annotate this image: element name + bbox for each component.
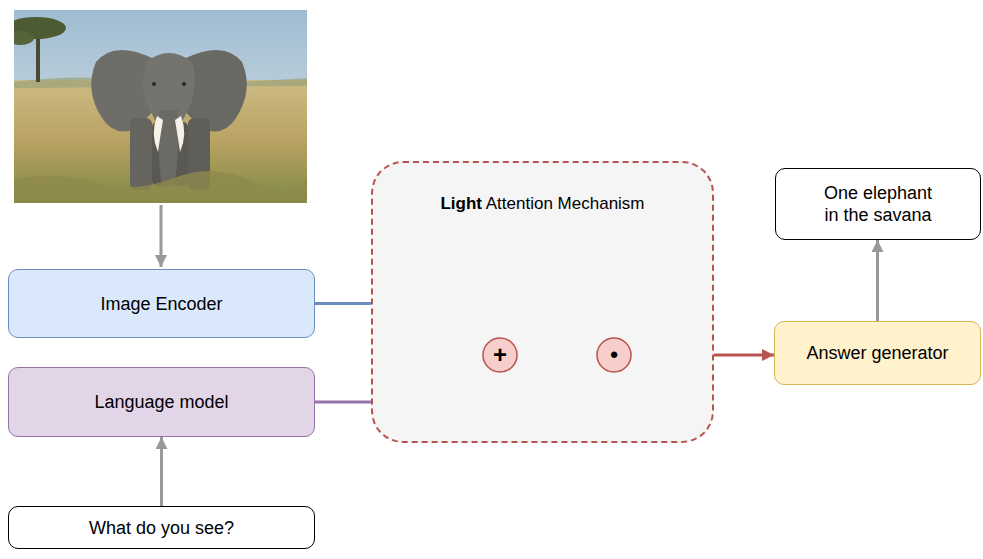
multiply-operator: • [596,337,632,373]
node-label: Language model [94,391,228,413]
output-box: One elephant in the savana [775,168,981,240]
encoder-box: Image Encoder [8,269,315,338]
attention-region: Light Attention Mechanism + • [371,161,714,443]
node-label: + [493,344,507,366]
node-label: • [610,344,618,366]
node-label: Answer generator [806,342,948,364]
node-label: What do you see? [89,517,234,539]
elephant-photo [6,10,307,203]
connector-arrow [160,437,163,506]
photo-arrow [160,205,163,267]
question-box: What do you see? [8,506,315,549]
node-label: One elephant in the savana [817,182,939,226]
connector-arrow [876,240,879,321]
title-emphasis: Light [440,194,482,213]
region-title: Light Attention Mechanism [373,193,712,215]
add-operator: + [482,337,518,373]
language-box: Language model [8,367,315,437]
node-label: Image Encoder [100,293,222,315]
generator-box: Answer generator [774,321,981,385]
